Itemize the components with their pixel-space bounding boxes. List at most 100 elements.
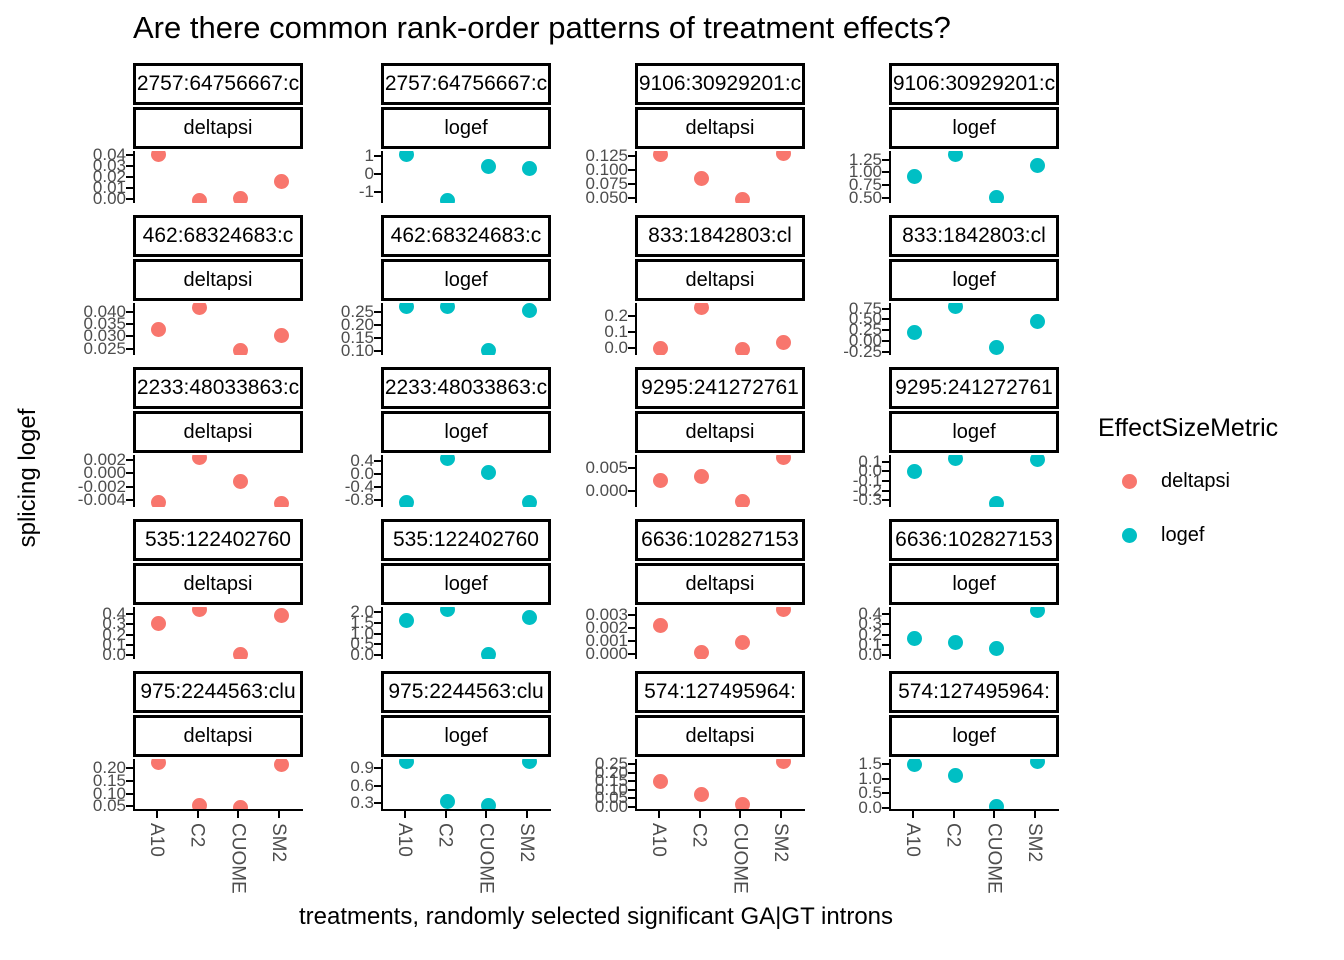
data-point-sm2 [775, 759, 791, 770]
x-tick-label: CUOME [475, 823, 497, 894]
data-point-sm2 [775, 151, 791, 162]
data-point-a10 [653, 473, 669, 489]
y-tick-mark [628, 797, 635, 800]
y-tick-mark [126, 154, 133, 157]
data-point-c2 [440, 607, 456, 618]
data-point-a10 [399, 759, 415, 770]
facet-strip-id: 6636:102827153 [635, 519, 805, 561]
facet-panel [133, 303, 303, 355]
facet-strip-id-label: 2757:64756667:c [384, 72, 548, 95]
y-tick-mark [126, 347, 133, 350]
facet-panel [381, 607, 551, 659]
data-point-sm2 [273, 759, 289, 772]
y-tick-label: 1.00 [848, 162, 882, 182]
y-tick-mark [126, 633, 133, 636]
facet-panel [635, 151, 805, 203]
y-tick-label: 0.50 [848, 187, 882, 207]
data-point-a10 [151, 321, 167, 337]
y-tick-mark [882, 613, 889, 616]
facet-strip-id: 535:122402760 [133, 519, 303, 561]
legend-key-dot [1122, 528, 1137, 543]
y-tick-mark [374, 486, 381, 489]
facet-strip-id: 9106:30929201:c [635, 63, 805, 105]
facet-strip-id: 9295:241272761 [635, 367, 805, 409]
data-point-cuome [480, 343, 496, 355]
facet-strip-id: 2233:48033863:c [133, 367, 303, 409]
data-point-sm2 [1029, 158, 1045, 174]
data-point-sm2 [775, 334, 791, 350]
data-point-c2 [440, 192, 456, 203]
x-tick-label: C2 [186, 823, 208, 848]
y-tick-label: 0.3 [350, 793, 374, 813]
y-tick-label: 0.1 [858, 451, 882, 471]
y-tick-mark [628, 763, 635, 766]
facet-strip-metric-label: logef [444, 268, 488, 291]
data-point-sm2 [521, 609, 537, 625]
facet-strip-id-label: 2233:48033863:c [136, 376, 300, 399]
x-tick-mark [780, 811, 783, 818]
y-tick-label: 0.002 [585, 617, 628, 637]
y-tick-mark [882, 158, 889, 161]
y-tick-mark [882, 171, 889, 174]
y-tick-mark [374, 622, 381, 625]
y-tick-label: -0.4 [344, 477, 374, 497]
data-point-c2 [948, 635, 964, 651]
data-point-c2 [694, 787, 710, 803]
facet-strip-id-label: 574:127495964: [644, 680, 796, 703]
y-tick-label: -0.8 [344, 490, 374, 510]
y-tick-label: 0.01 [92, 177, 126, 197]
y-tick-label: 0.001 [585, 630, 628, 650]
y-tick-mark [126, 485, 133, 488]
y-tick-label: 0.002 [83, 450, 126, 470]
y-tick-mark [126, 310, 133, 313]
y-tick-label: 0.003 [585, 604, 628, 624]
y-tick-mark [628, 805, 635, 808]
y-tick-mark [882, 329, 889, 332]
y-tick-mark [882, 777, 889, 780]
y-tick-label: 0.05 [594, 788, 628, 808]
y-tick-label: 0.4 [858, 604, 882, 624]
y-tick-label: 1.0 [350, 623, 374, 643]
y-tick-label: 0.20 [594, 762, 628, 782]
y-tick-mark [126, 323, 133, 326]
y-tick-label: 0.04 [92, 145, 126, 165]
data-point-c2 [948, 151, 964, 162]
facet-strip-metric: logef [889, 107, 1059, 149]
y-tick-mark [374, 310, 381, 313]
facet-strip-id-label: 975:2244563:clu [388, 680, 544, 703]
y-tick-mark [126, 335, 133, 338]
x-tick-mark [155, 811, 158, 818]
y-tick-mark [628, 652, 635, 655]
x-tick-label: A10 [393, 823, 415, 857]
y-tick-label: 0.3 [102, 614, 126, 634]
y-tick-mark [882, 184, 889, 187]
y-tick-label: 0.050 [585, 187, 628, 207]
data-point-a10 [907, 324, 923, 340]
facet-strip-id-label: 535:122402760 [145, 528, 291, 551]
y-tick-label: 0.15 [594, 771, 628, 791]
data-point-c2 [192, 455, 208, 466]
y-tick-label: -0.25 [843, 341, 882, 361]
data-point-a10 [399, 494, 415, 507]
y-tick-mark [882, 339, 889, 342]
y-tick-mark [628, 155, 635, 158]
facet-strip-metric: deltapsi [635, 411, 805, 453]
data-point-sm2 [273, 173, 289, 189]
x-tick-mark [993, 811, 996, 818]
y-tick-label: 0.1 [858, 634, 882, 654]
y-tick-label: 1.25 [848, 149, 882, 169]
y-tick-mark [628, 639, 635, 642]
data-point-a10 [907, 168, 923, 184]
y-tick-label: 0.75 [848, 175, 882, 195]
y-tick-mark [126, 472, 133, 475]
facet-panel [635, 303, 805, 355]
y-tick-label: 1 [364, 145, 374, 165]
y-tick-mark [882, 480, 889, 482]
facet-strip-metric: logef [889, 411, 1059, 453]
facet-panel [889, 455, 1059, 507]
y-tick-label: 0.4 [102, 604, 126, 624]
facet-strip-id-label: 9295:241272761 [895, 376, 1053, 399]
y-tick-label: 2.0 [350, 602, 374, 622]
y-tick-mark [126, 766, 133, 769]
y-tick-mark [374, 349, 381, 352]
